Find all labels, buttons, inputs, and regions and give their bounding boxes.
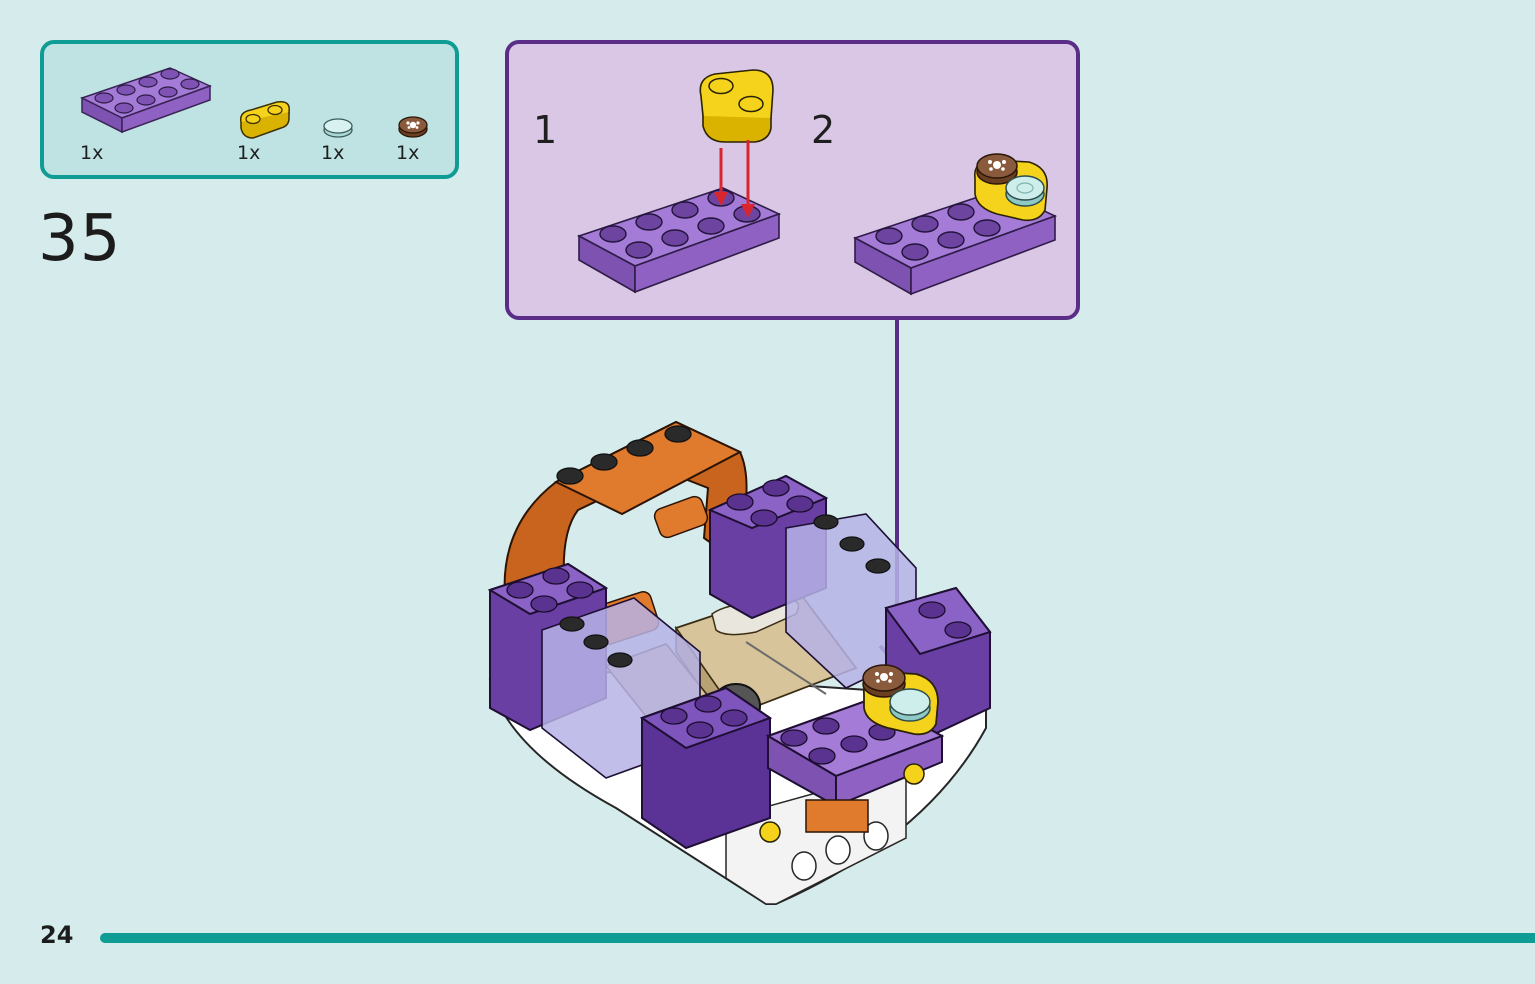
sub-assembly-callout: 1 2 [505,40,1080,320]
sub-step-1-illustration [576,69,782,294]
trans-blue-round-tile-icon [323,118,353,138]
part-qty-purple-plate: 1x [80,142,104,164]
footer-divider [100,933,1535,943]
main-model-illustration [487,420,992,905]
part-qty-yellow-plate: 1x [237,142,261,164]
parts-list-box: 1x 1x 1x 1x [40,40,459,179]
part-qty-brown-tile: 1x [396,142,420,164]
sub-step-2-illustration [852,153,1058,296]
part-qty-trans-blue-tile: 1x [321,142,345,164]
sub-step-number-1: 1 [533,108,558,152]
sub-step-number-2: 2 [811,108,836,152]
purple-plate-2x4-icon [80,67,212,134]
yellow-plate-1x2-icon [239,100,290,139]
page-number: 24 [40,921,74,949]
step-number: 35 [38,202,122,276]
brown-printed-round-tile-icon [398,116,428,138]
